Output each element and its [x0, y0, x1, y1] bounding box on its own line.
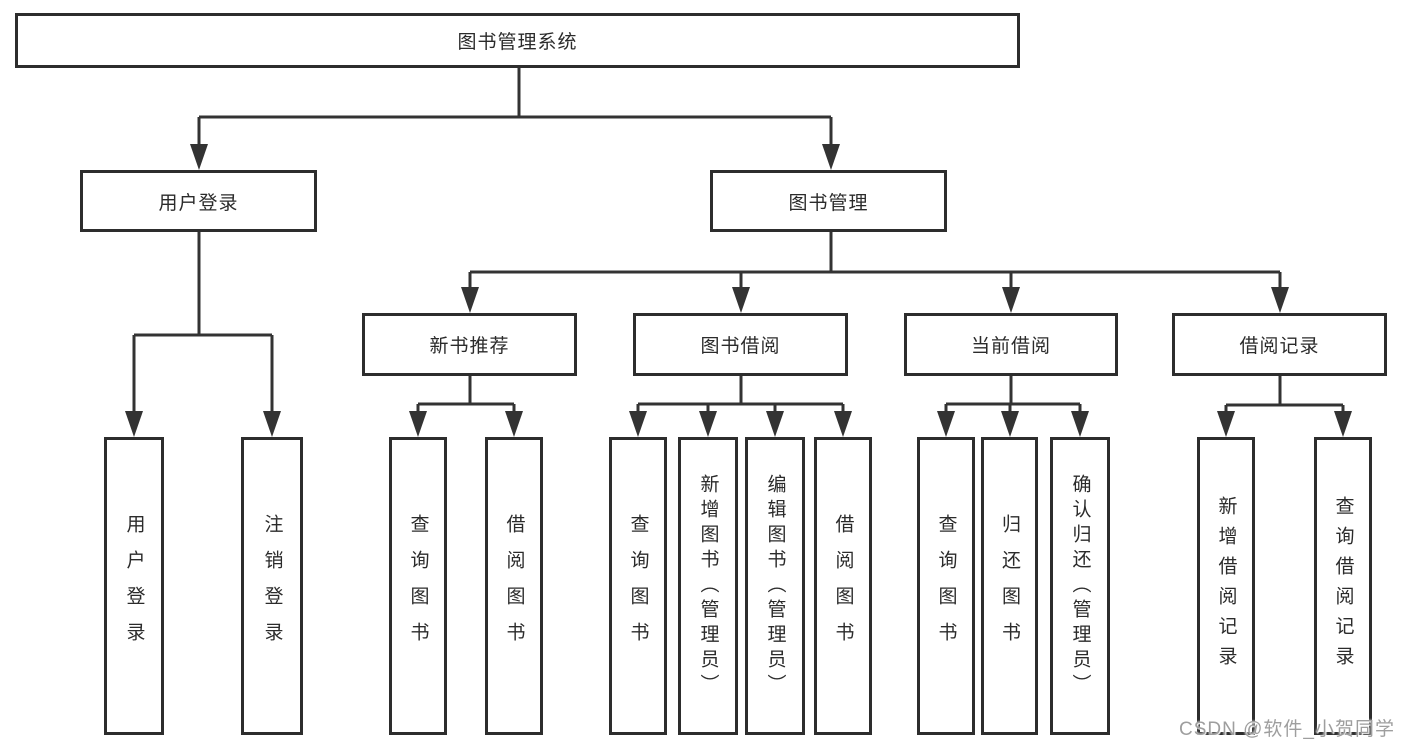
leaf-user-login: 用户登录	[104, 437, 164, 735]
leaf-label: 归还图书	[999, 514, 1020, 658]
leaf-add-borrow-record: 新增借阅记录	[1197, 437, 1255, 735]
leaf-return-books: 归还图书	[981, 437, 1038, 735]
leaf-label: 编辑图书（管理员）	[764, 473, 786, 699]
leaf-label: 用户登录	[123, 514, 145, 658]
leaf-label: 新增图书（管理员）	[697, 473, 719, 699]
leaf-query-books-current: 查询图书	[917, 437, 975, 735]
leaf-logout: 注销登录	[241, 437, 303, 735]
leaf-borrow-books: 借阅图书	[814, 437, 872, 735]
leaf-label: 确认归还（管理员）	[1069, 473, 1091, 699]
leaf-label: 查询图书	[935, 514, 957, 658]
leaf-label: 查询图书	[627, 514, 649, 658]
connector-new-book-to-leaves	[409, 376, 523, 437]
leaf-confirm-return-admin: 确认归还（管理员）	[1050, 437, 1110, 735]
leaf-query-books-borrow: 查询图书	[609, 437, 667, 735]
connector-book-management-to-level3	[461, 232, 1289, 313]
node-library-management-system: 图书管理系统	[15, 13, 1020, 68]
leaf-label: 新增借阅记录	[1215, 496, 1237, 676]
leaf-add-book-admin: 新增图书（管理员）	[678, 437, 738, 735]
leaf-query-borrow-record: 查询借阅记录	[1314, 437, 1372, 735]
leaf-label: 查询借阅记录	[1332, 496, 1354, 676]
leaf-query-books-recommend: 查询图书	[389, 437, 447, 735]
connector-borrow-records-to-leaves	[1217, 376, 1352, 437]
leaf-label: 注销登录	[261, 514, 283, 658]
leaf-borrow-books-recommend: 借阅图书	[485, 437, 543, 735]
node-current-borrowing: 当前借阅	[904, 313, 1118, 376]
leaf-label: 借阅图书	[503, 514, 525, 658]
watermark: CSDN @软件_小贺同学	[1179, 719, 1395, 740]
leaf-label: 借阅图书	[832, 514, 854, 658]
leaf-label: 查询图书	[407, 514, 429, 658]
connector-root-to-level2	[190, 68, 840, 170]
connector-book-borrow-to-leaves	[629, 376, 852, 437]
node-book-management: 图书管理	[710, 170, 947, 232]
connector-user-login-to-leaves	[125, 232, 281, 437]
connector-current-borrow-to-leaves	[937, 376, 1089, 437]
leaf-edit-book-admin: 编辑图书（管理员）	[745, 437, 805, 735]
node-book-borrowing: 图书借阅	[633, 313, 848, 376]
node-user-login: 用户登录	[80, 170, 317, 232]
node-new-book-recommendation: 新书推荐	[362, 313, 577, 376]
node-borrowing-records: 借阅记录	[1172, 313, 1387, 376]
